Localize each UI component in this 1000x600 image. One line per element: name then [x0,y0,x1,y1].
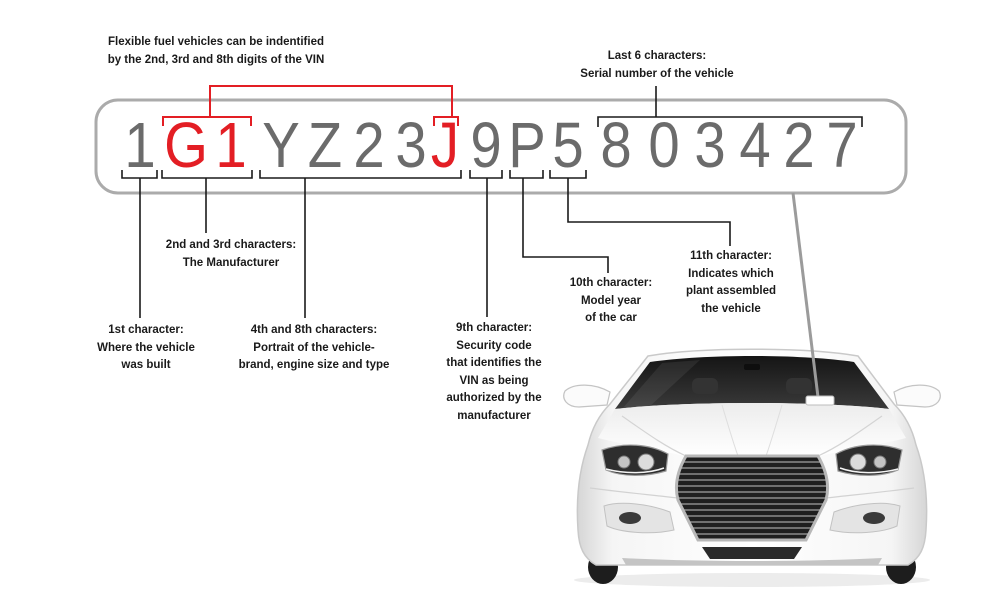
chars-4-8-heading: 4th and 8th characters: [250,324,378,336]
hood-crease [721,404,739,457]
left-led-strip [605,467,665,474]
vin-char-6: 2 [353,109,385,181]
char-9-heading: 9th character: [455,322,533,334]
char-9-description-line: authorized by the [446,392,542,404]
vin-box [94,98,908,195]
vin-char-13: 0 [648,109,680,181]
right-led-strip [839,467,899,474]
bracket-last-six [597,116,863,127]
bumper-crease [825,487,915,499]
chars-2-3-label: 2nd and 3rd characters: The Manufacturer [111,237,351,272]
char-11-description-line: the vehicle [701,302,761,315]
char-9-description-line: Security code [456,339,532,352]
right-headrest [786,378,812,394]
hood-crease [765,404,783,457]
hood [598,403,906,456]
last-six-description: Serial number of the vehicle [580,67,734,80]
rearview-mirror [744,364,760,370]
grille-frame [674,454,830,542]
left-headlight-lens [617,455,631,469]
bracket-char-10 [509,170,544,179]
vin-char-12: 8 [600,109,632,181]
vin-char-14: 3 [694,109,726,181]
bumper-crease [589,487,679,499]
char-1-heading: 1st character: [108,324,184,336]
hood-crease [621,415,687,457]
hood-crease [817,415,883,457]
car-shadow [574,573,930,587]
char-1-description-line: was built [121,359,171,371]
chars-2-3-heading: 2nd and 3rd characters: [165,239,297,251]
vin-char-3: 1 [215,109,247,181]
vin-char-10: P [508,109,546,181]
vin-char-7: 3 [395,109,427,181]
lower-intake [702,547,802,559]
flex-fuel-connector [209,85,453,117]
char-11-description-line: plant assembled [685,285,777,297]
vin-char-1: 1 [124,109,156,181]
vin-char-16: 2 [783,109,815,181]
bracket-chars-4-8 [259,170,462,179]
char-10-description-line: of the car [585,312,637,324]
left-headlight-lens [637,453,655,471]
lower-valance [622,558,882,565]
char-9-description-line: that identifies the [446,357,542,369]
grille-slats [676,461,828,535]
chars-4-8-description-line: Portrait of the vehicle- [253,341,375,354]
char-11-label: 11th character: Indicates which plant as… [611,248,851,318]
windshield-reflection [622,360,700,409]
bracket-char-9 [469,170,503,179]
left-mirror [563,384,611,408]
vin-char-17: 7 [826,109,858,181]
vin-char-8: J [430,109,460,181]
front-grille [674,454,830,542]
right-headlight-lens [873,455,887,469]
last-six-heading: Last 6 characters: [607,50,707,62]
left-headrest [692,378,718,394]
vin-char-15: 4 [739,109,771,181]
chars-4-8-label: 4th and 8th characters: Portrait of the … [194,322,434,375]
right-headlight-lens [849,453,867,471]
char-10-connector [522,178,609,273]
right-headlight [835,444,903,476]
bracket-chars-2-3-top [162,116,252,126]
vin-char-5: Z [307,109,343,181]
char-10-heading: 10th character: [569,277,653,289]
flex-fuel-note-line: Flexible fuel vehicles can be indentifie… [107,36,324,48]
car-illustration [563,348,941,587]
char-10-label: 10th character: Model year of the car [491,275,731,328]
vin-char-4: Y [262,109,300,181]
char-11-connector [567,178,731,246]
right-fog-light [863,512,885,524]
flex-fuel-note-line: by the 2nd, 3rd and 8th digits of the VI… [107,53,325,66]
pointer-line [791,192,820,398]
chars-4-8-description-line: brand, engine size and type [238,359,390,371]
flex-fuel-note: Flexible fuel vehicles can be indentifie… [96,34,336,69]
char-1-label: 1st character: Where the vehicle was bui… [26,322,266,375]
char-11-description-line: Indicates which [688,267,774,280]
right-mirror [893,384,941,408]
char-11-heading: 11th character: [690,250,772,262]
vin-char-2: G [164,109,208,181]
char-10-description-line: Model year [580,294,642,307]
char-9-description-line: manufacturer [457,409,531,422]
char-9-description-line: VIN as being [459,374,529,387]
char-9-label: 9th character: Security code that identi… [374,320,614,425]
chars-2-3-description: The Manufacturer [182,256,280,269]
left-fog-light [619,512,641,524]
bracket-char-8-top [433,116,459,126]
char-1-description-line: Where the vehicle [97,341,195,354]
last-six-label: Last 6 characters: Serial number of the … [537,48,777,83]
vin-char-11: 5 [552,109,584,181]
bracket-chars-2-3 [161,170,253,179]
left-headlight [601,444,669,476]
vin-char-9: 9 [470,109,502,181]
windshield-vin-plate [805,395,835,406]
